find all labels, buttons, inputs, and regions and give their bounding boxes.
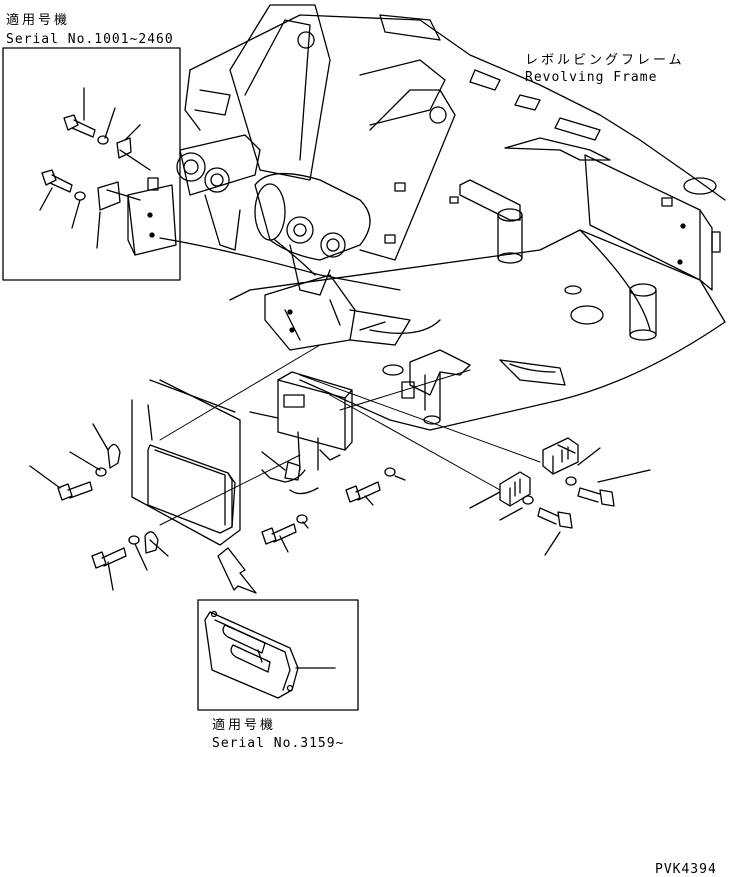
inset-box-top <box>3 48 180 280</box>
arrow-down-icon <box>218 548 256 593</box>
bolt-icon <box>92 548 126 568</box>
bracket-plate <box>128 185 176 255</box>
frame-label-en: Revolving Frame <box>525 70 658 85</box>
clip-icon <box>108 444 120 468</box>
connector-group <box>300 375 650 555</box>
clip-icon <box>98 182 120 210</box>
washer-icon <box>75 192 85 200</box>
bolt-icon <box>58 482 92 500</box>
bolt-icon <box>538 508 572 528</box>
clip-icon <box>117 138 131 158</box>
frame-label-jp: レボルビングフレーム <box>525 53 685 68</box>
inset-top-serial-label: Serial No.1001~2460 <box>6 32 174 47</box>
washer-icon <box>566 477 576 485</box>
revolving-frame <box>160 5 725 430</box>
washer-icon <box>385 468 395 476</box>
inset-top-applicable-label: 適用号機 <box>6 13 71 28</box>
bolt-icon <box>42 170 72 192</box>
bolt-icon <box>578 488 614 506</box>
inset-bottom-applicable-label: 適用号機 <box>212 718 277 733</box>
clip-icon <box>145 532 158 553</box>
bolt-icon <box>262 524 296 544</box>
washer-icon <box>523 496 533 504</box>
inset-box-bottom <box>198 600 358 710</box>
inset-bottom-serial-label: Serial No.3159~ <box>212 736 345 751</box>
controller-cover-icon <box>205 612 298 699</box>
connector-icon <box>543 438 578 474</box>
washer-icon <box>98 136 108 144</box>
bolt-icon <box>346 482 380 502</box>
washer-icon <box>129 536 139 544</box>
connector-icon <box>500 472 530 506</box>
drawing-code: PVK4394 <box>655 862 717 877</box>
washer-icon <box>297 515 307 523</box>
controller-box <box>148 445 235 533</box>
controller-group <box>30 345 320 593</box>
sub-controller-group <box>250 370 470 552</box>
washer-icon <box>96 468 106 476</box>
bolt-icon <box>64 115 95 137</box>
